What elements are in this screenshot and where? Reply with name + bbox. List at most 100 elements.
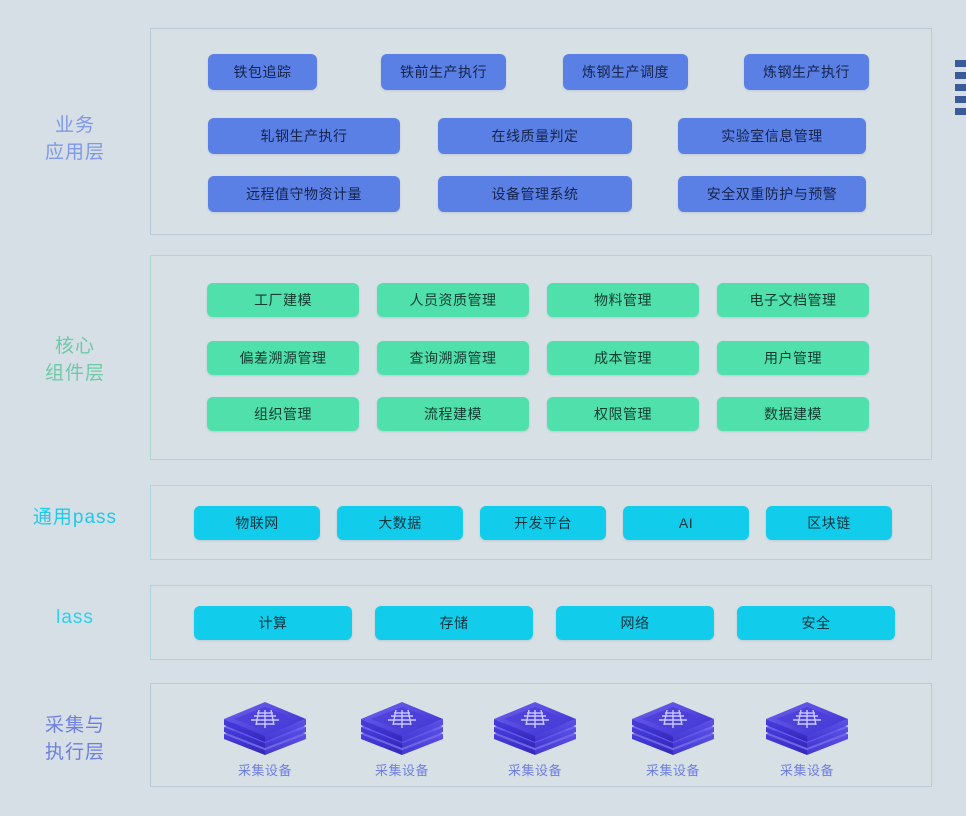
layer-item-pass[interactable]: 区块链 — [766, 506, 892, 540]
layer-item-label: 人员资质管理 — [409, 292, 497, 308]
layer-item-label: 铁包追踪 — [233, 64, 292, 80]
layer-item-label: 数据建模 — [764, 406, 822, 422]
layer-item-business[interactable]: 轧钢生产执行 — [208, 118, 400, 154]
edge-bullet — [955, 72, 966, 79]
layer-item-core[interactable]: 权限管理 — [547, 397, 699, 431]
layer-label-business-line2: 应用层 — [44, 142, 105, 163]
layer-item-core[interactable]: 成本管理 — [547, 341, 699, 375]
collect-device[interactable]: 采集设备 — [490, 698, 580, 779]
layer-label-collect-line2: 执行层 — [44, 742, 105, 763]
layer-item-label: 组织管理 — [254, 406, 312, 422]
layer-panel-core — [150, 255, 932, 460]
collect-device[interactable]: 采集设备 — [762, 698, 852, 779]
layer-item-label: 设备管理系统 — [491, 186, 579, 202]
layer-item-core[interactable]: 人员资质管理 — [377, 283, 529, 317]
layer-item-label: 安全双重防护与预警 — [706, 186, 838, 202]
layer-item-label: 轧钢生产执行 — [260, 128, 348, 144]
layer-item-business[interactable]: 安全双重防护与预警 — [678, 176, 866, 212]
layer-item-core[interactable]: 偏差溯源管理 — [207, 341, 359, 375]
layer-item-core[interactable]: 物料管理 — [547, 283, 699, 317]
layer-item-label: 炼钢生产执行 — [763, 64, 850, 80]
layer-item-core[interactable]: 电子文档管理 — [717, 283, 869, 317]
layer-label-business-line1: 业务 — [54, 115, 95, 136]
layer-panel-collect — [150, 683, 932, 787]
layer-item-label: 开发平台 — [514, 515, 572, 531]
layer-item-label: 查询溯源管理 — [409, 350, 497, 366]
layer-label-core-line1: 核心 — [54, 336, 95, 357]
layer-item-core[interactable]: 流程建模 — [377, 397, 529, 431]
collect-device-label: 采集设备 — [779, 763, 834, 778]
layer-item-business[interactable]: 铁前生产执行 — [381, 54, 506, 90]
isometric-device-icon — [357, 698, 447, 756]
edge-bullet — [955, 84, 966, 91]
layer-item-pass[interactable]: 大数据 — [337, 506, 463, 540]
layer-item-iaas[interactable]: 存储 — [375, 606, 533, 640]
layer-item-label: 网络 — [620, 615, 650, 631]
layer-item-core[interactable]: 组织管理 — [207, 397, 359, 431]
isometric-device-icon — [628, 698, 718, 756]
layer-label-pass-line1: 通用pass — [32, 507, 118, 528]
layer-item-business[interactable]: 设备管理系统 — [438, 176, 632, 212]
layer-panel-iaas — [150, 585, 932, 660]
layer-label-iaas: lass — [0, 604, 150, 631]
collect-device-label: 采集设备 — [374, 763, 429, 778]
layer-item-business[interactable]: 炼钢生产调度 — [563, 54, 688, 90]
layer-item-label: 计算 — [258, 615, 288, 631]
isometric-device-icon — [490, 698, 580, 756]
layer-panel-business — [150, 28, 932, 235]
layer-label-core: 核心 组件层 — [0, 333, 150, 387]
layer-item-label: 用户管理 — [764, 350, 822, 366]
edge-bullet-strip — [955, 60, 966, 120]
layer-item-iaas[interactable]: 网络 — [556, 606, 714, 640]
layer-item-label: 工厂建模 — [254, 292, 312, 308]
layer-item-label: 在线质量判定 — [491, 128, 579, 144]
layer-item-core[interactable]: 用户管理 — [717, 341, 869, 375]
edge-bullet — [955, 108, 966, 115]
layer-item-label: 大数据 — [378, 515, 422, 531]
layer-item-label: 存储 — [439, 615, 469, 631]
layer-item-label: 实验室信息管理 — [721, 128, 823, 144]
edge-bullet — [955, 96, 966, 103]
layer-item-label: AI — [678, 515, 694, 531]
layer-label-pass: 通用pass — [0, 504, 150, 531]
layer-item-label: 区块链 — [807, 515, 851, 531]
collect-device-label: 采集设备 — [507, 763, 562, 778]
collect-device[interactable]: 采集设备 — [220, 698, 310, 779]
layer-item-business[interactable]: 实验室信息管理 — [678, 118, 866, 154]
layer-item-label: 电子文档管理 — [749, 292, 837, 308]
layer-panel-pass — [150, 485, 932, 560]
layer-item-label: 安全 — [801, 615, 831, 631]
layer-label-iaas-line1: lass — [56, 607, 94, 628]
layer-item-business[interactable]: 炼钢生产执行 — [744, 54, 869, 90]
layer-item-label: 铁前生产执行 — [400, 64, 487, 80]
collect-device[interactable]: 采集设备 — [357, 698, 447, 779]
layer-item-label: 权限管理 — [594, 406, 652, 422]
layer-item-pass[interactable]: AI — [623, 506, 749, 540]
layer-item-core[interactable]: 查询溯源管理 — [377, 341, 529, 375]
layer-item-core[interactable]: 工厂建模 — [207, 283, 359, 317]
layer-item-label: 物料管理 — [594, 292, 652, 308]
edge-bullet — [955, 60, 966, 67]
layer-item-label: 物联网 — [235, 515, 279, 531]
layer-label-business: 业务 应用层 — [0, 112, 150, 166]
layer-item-core[interactable]: 数据建模 — [717, 397, 869, 431]
layer-label-collect: 采集与 执行层 — [0, 712, 150, 766]
collect-device-label: 采集设备 — [645, 763, 700, 778]
collect-device[interactable]: 采集设备 — [628, 698, 718, 779]
layer-label-core-line2: 组件层 — [44, 363, 105, 384]
layer-item-business[interactable]: 在线质量判定 — [438, 118, 632, 154]
collect-device-label: 采集设备 — [237, 763, 292, 778]
layer-item-iaas[interactable]: 安全 — [737, 606, 895, 640]
layer-item-label: 偏差溯源管理 — [239, 350, 327, 366]
layer-item-label: 流程建模 — [424, 406, 482, 422]
layer-item-iaas[interactable]: 计算 — [194, 606, 352, 640]
isometric-device-icon — [220, 698, 310, 756]
layer-item-pass[interactable]: 开发平台 — [480, 506, 606, 540]
layer-item-label: 远程值守物资计量 — [246, 186, 362, 202]
isometric-device-icon — [762, 698, 852, 756]
layer-item-business[interactable]: 铁包追踪 — [208, 54, 317, 90]
layer-item-pass[interactable]: 物联网 — [194, 506, 320, 540]
layer-item-label: 成本管理 — [594, 350, 652, 366]
layer-item-business[interactable]: 远程值守物资计量 — [208, 176, 400, 212]
